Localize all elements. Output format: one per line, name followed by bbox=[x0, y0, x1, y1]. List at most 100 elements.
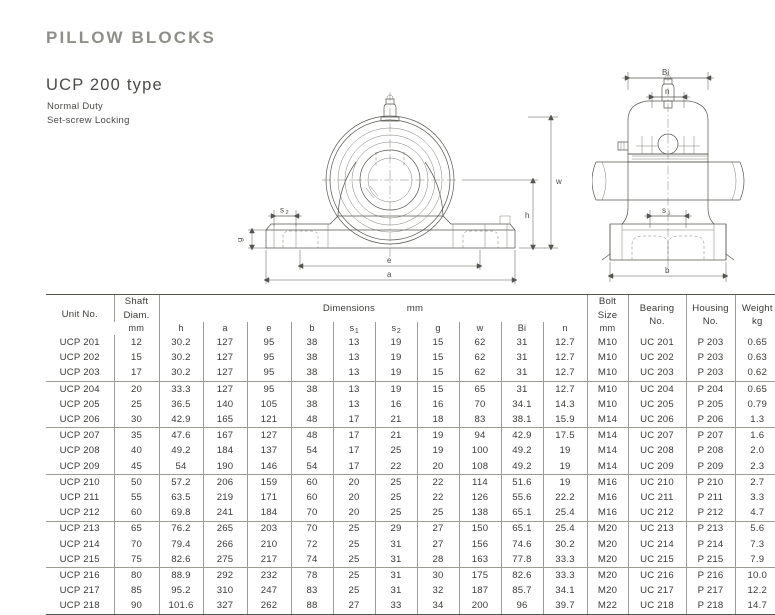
cell-e: 121 bbox=[246, 412, 291, 428]
cell-bearing: UC 202 bbox=[627, 350, 687, 366]
cell-bolt: M16 bbox=[586, 473, 629, 491]
cell-h: 79.4 bbox=[158, 536, 203, 552]
cell-e: 262 bbox=[246, 598, 291, 615]
cell-h: 33.3 bbox=[158, 380, 203, 398]
cell-housing: P 204 bbox=[685, 380, 736, 398]
cell-s1: 27 bbox=[332, 598, 375, 615]
cell-unit: UCP 213 bbox=[46, 520, 114, 537]
cell-n: 39.7 bbox=[542, 598, 588, 615]
cell-bi: 31 bbox=[500, 365, 543, 382]
cell-a: 165 bbox=[202, 412, 247, 428]
cell-a: 310 bbox=[202, 583, 247, 599]
cell-n: 12.7 bbox=[542, 380, 588, 398]
cell-a: 265 bbox=[202, 520, 247, 537]
cell-n: 14.3 bbox=[542, 397, 588, 413]
cell-unit: UCP 217 bbox=[59, 585, 100, 597]
header-housing-no-l2: No. bbox=[702, 316, 719, 328]
cell-a: 219 bbox=[202, 490, 247, 506]
header-shaft-diam: Shaft Diam. bbox=[113, 294, 159, 323]
cell-bearing: UC 212 bbox=[627, 505, 687, 522]
cell-h: 54 bbox=[158, 458, 203, 475]
header-col-bi: Bi bbox=[500, 322, 543, 336]
cell-unit: UCP 206 bbox=[59, 414, 100, 425]
cell-w: 83 bbox=[458, 412, 501, 428]
cell-housing: P 209 bbox=[685, 458, 736, 475]
cell-unit: UCP 216 bbox=[46, 567, 114, 584]
spec-table: Unit No. Shaft Diam. Dimensions mm Bolt … bbox=[46, 294, 775, 615]
cell-shaft: 90 bbox=[113, 598, 159, 615]
cell-h: 57.2 bbox=[158, 473, 203, 491]
cell-s2: 31 bbox=[374, 583, 417, 599]
cell-bearing: UC 205 bbox=[627, 397, 687, 413]
cell-shaft: 70 bbox=[113, 536, 159, 552]
cell-housing: P 203 bbox=[685, 335, 736, 351]
cell-w: 94 bbox=[458, 427, 501, 444]
header-weight: Weight kg bbox=[734, 294, 775, 336]
cell-s2: 22 bbox=[374, 458, 417, 475]
cell-unit: UCP 211 bbox=[60, 491, 100, 503]
cell-shaft: 85 bbox=[113, 583, 159, 599]
subtitle-locking-type: Set-screw Locking bbox=[47, 115, 130, 126]
cell-bi: 55.6 bbox=[500, 490, 543, 506]
cell-bolt: M20 bbox=[586, 567, 629, 584]
cell-e: 95 bbox=[246, 350, 291, 366]
cell-bolt: M10 bbox=[586, 380, 629, 398]
cell-w: 62 bbox=[458, 365, 501, 382]
cell-w: 126 bbox=[458, 490, 501, 506]
cell-w: 70 bbox=[458, 397, 501, 413]
cell-w: 65 bbox=[458, 380, 501, 398]
cell-b: 60 bbox=[290, 490, 333, 506]
dim-label-s1: s bbox=[662, 206, 666, 215]
header-bearing-no-l1: Bearing bbox=[639, 302, 675, 314]
header-col-a: a bbox=[202, 322, 247, 336]
cell-housing: P 213 bbox=[685, 520, 736, 537]
cell-s1: 17 bbox=[332, 427, 375, 444]
cell-n: 12.7 bbox=[542, 365, 588, 382]
cell-e: 232 bbox=[246, 567, 291, 584]
cell-weight: 0.65 bbox=[734, 335, 775, 351]
cell-a: 127 bbox=[202, 380, 247, 398]
cell-weight: 3.3 bbox=[734, 490, 775, 506]
cell-weight: 2.7 bbox=[734, 473, 775, 491]
cell-e: 95 bbox=[246, 365, 291, 382]
cell-s1: 20 bbox=[332, 505, 375, 522]
cell-s2: 19 bbox=[374, 350, 417, 366]
cell-bi: 31 bbox=[500, 350, 543, 366]
cell-unit: UCP 208 bbox=[59, 445, 100, 457]
cell-a: 275 bbox=[202, 551, 247, 568]
cell-s2: 25 bbox=[374, 490, 417, 506]
cell-s2: 25 bbox=[374, 473, 417, 491]
cell-bolt: M10 bbox=[586, 335, 629, 351]
cell-bearing: UC 214 bbox=[627, 536, 687, 552]
cell-e: 247 bbox=[246, 583, 291, 599]
cell-unit: UCP 201 bbox=[59, 337, 100, 349]
cell-bi: 74.6 bbox=[500, 536, 543, 552]
cell-b: 88 bbox=[290, 598, 333, 615]
cell-bearing: UC 208 bbox=[627, 443, 687, 459]
cell-unit: UCP 205 bbox=[59, 398, 100, 410]
cell-weight: 14.7 bbox=[734, 598, 775, 615]
cell-w: 108 bbox=[458, 458, 501, 475]
cell-s1: 13 bbox=[332, 350, 375, 366]
cell-shaft: 40 bbox=[113, 443, 159, 459]
cell-housing: P 210 bbox=[685, 473, 736, 491]
cell-bolt: M20 bbox=[586, 551, 629, 568]
cell-w: 156 bbox=[458, 536, 501, 552]
product-type-title: UCP 200 type bbox=[46, 76, 163, 94]
cell-b: 72 bbox=[290, 536, 333, 552]
cell-housing: P 217 bbox=[685, 583, 736, 599]
cell-a: 292 bbox=[202, 567, 247, 584]
cell-bi: 96 bbox=[500, 598, 543, 615]
cell-h: 36.5 bbox=[158, 397, 203, 413]
cell-g: 15 bbox=[416, 350, 459, 366]
cell-bolt: M10 bbox=[586, 365, 629, 382]
cell-w: 163 bbox=[458, 551, 501, 568]
cell-bolt: M22 bbox=[586, 598, 629, 615]
page-title: PILLOW BLOCKS bbox=[46, 28, 216, 47]
cell-s1: 20 bbox=[332, 473, 375, 491]
cell-g: 20 bbox=[416, 458, 459, 475]
